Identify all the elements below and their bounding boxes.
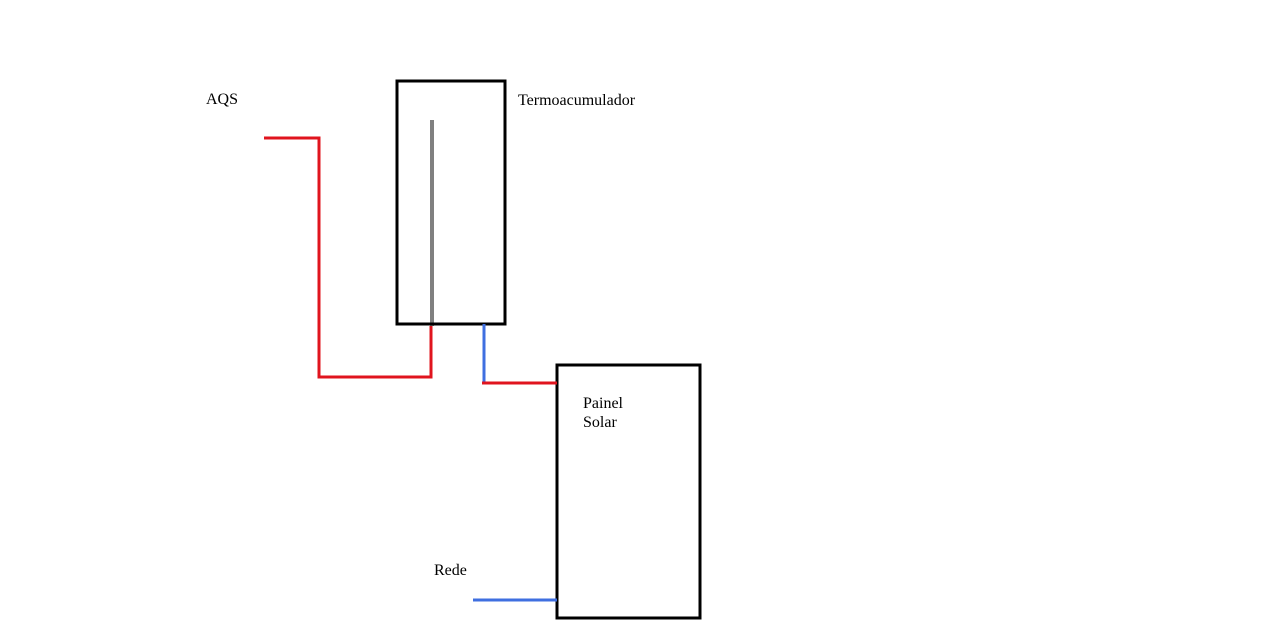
painel-solar-box bbox=[555, 363, 702, 620]
painel-solar-label-line1: Painel bbox=[583, 395, 624, 412]
termoacumulador-label: Termoacumulador bbox=[518, 92, 636, 109]
aqs-label: AQS bbox=[206, 91, 238, 108]
termoacumulador-tank bbox=[395, 79, 507, 326]
aqs-hot-pipe bbox=[264, 136, 433, 379]
painel-solar-label-line2: Solar bbox=[583, 414, 617, 431]
rede-label: Rede bbox=[434, 562, 467, 579]
